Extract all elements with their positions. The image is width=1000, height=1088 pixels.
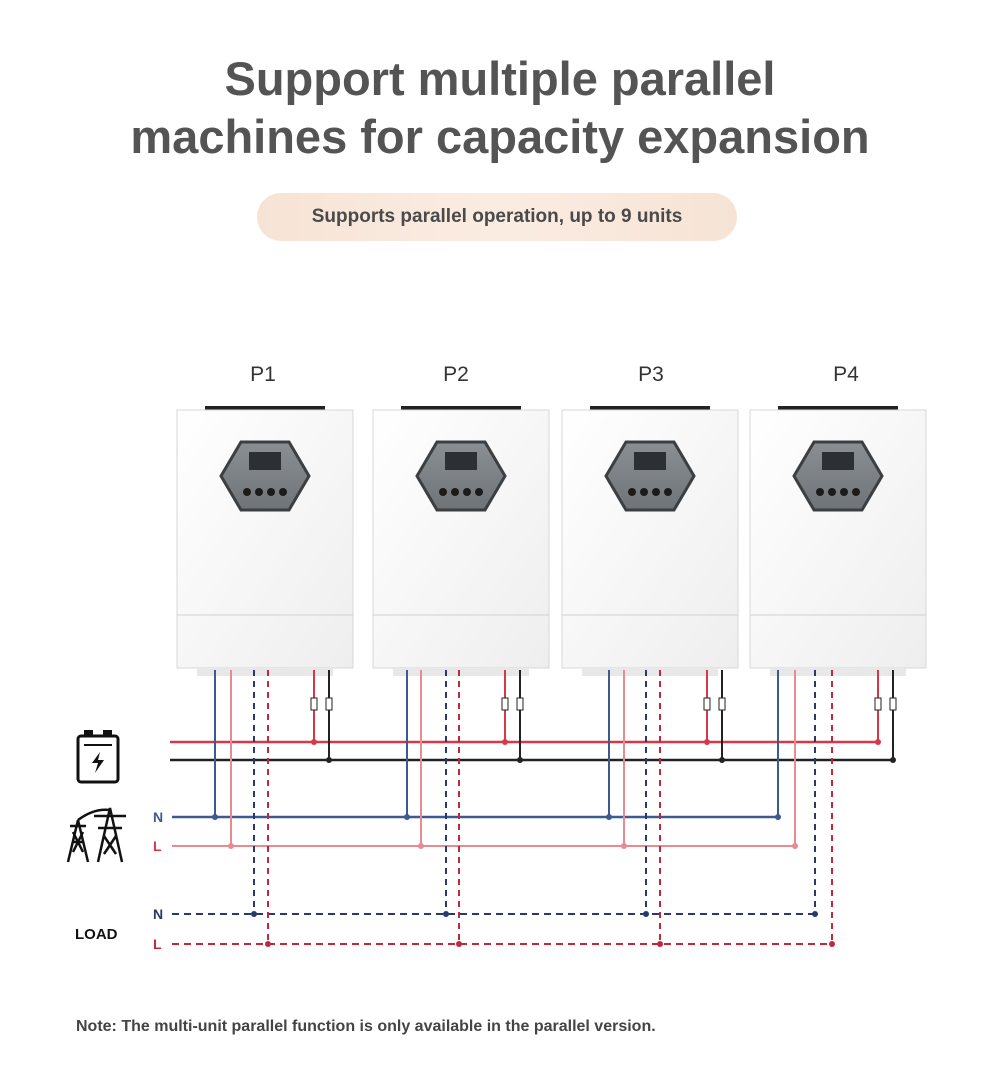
drops-p2: [406, 670, 524, 944]
inverter-p2: [372, 406, 550, 676]
unit-label-p3: P3: [638, 363, 664, 386]
load-l-label: L: [153, 936, 162, 952]
battery-icon: [76, 730, 120, 784]
subtitle-pill: Supports parallel operation, up to 9 uni…: [257, 193, 737, 241]
display-panel-icon: [604, 440, 696, 512]
inverter-p1: [176, 406, 354, 676]
junction-dots: [212, 739, 896, 947]
unit-label-p4: P4: [833, 363, 859, 386]
drops-p1: [214, 670, 333, 944]
footnote: Note: The multi-unit parallel function i…: [76, 1018, 656, 1035]
unit-label-p2: P2: [443, 363, 469, 386]
drops-p4: [777, 670, 897, 944]
page-title: Support multiple parallel machines for c…: [0, 50, 1000, 166]
drops-p3: [608, 670, 726, 944]
unit-label-p1: P1: [250, 363, 276, 386]
display-panel-icon: [415, 440, 507, 512]
display-panel-icon: [792, 440, 884, 512]
inverter-p4: [749, 406, 927, 676]
inverter-p3: [561, 406, 739, 676]
subtitle-text: Supports parallel operation, up to 9 uni…: [311, 206, 683, 227]
display-panel-icon: [219, 440, 311, 512]
power-tower-icon: [66, 807, 126, 863]
load-label: LOAD: [75, 926, 118, 943]
title-line-1: Support multiple parallel: [224, 52, 776, 105]
grid-n-label: N: [153, 809, 163, 825]
grid-l-label: L: [153, 838, 162, 854]
title-line-2: machines for capacity expansion: [130, 110, 870, 163]
load-n-label: N: [153, 906, 163, 922]
